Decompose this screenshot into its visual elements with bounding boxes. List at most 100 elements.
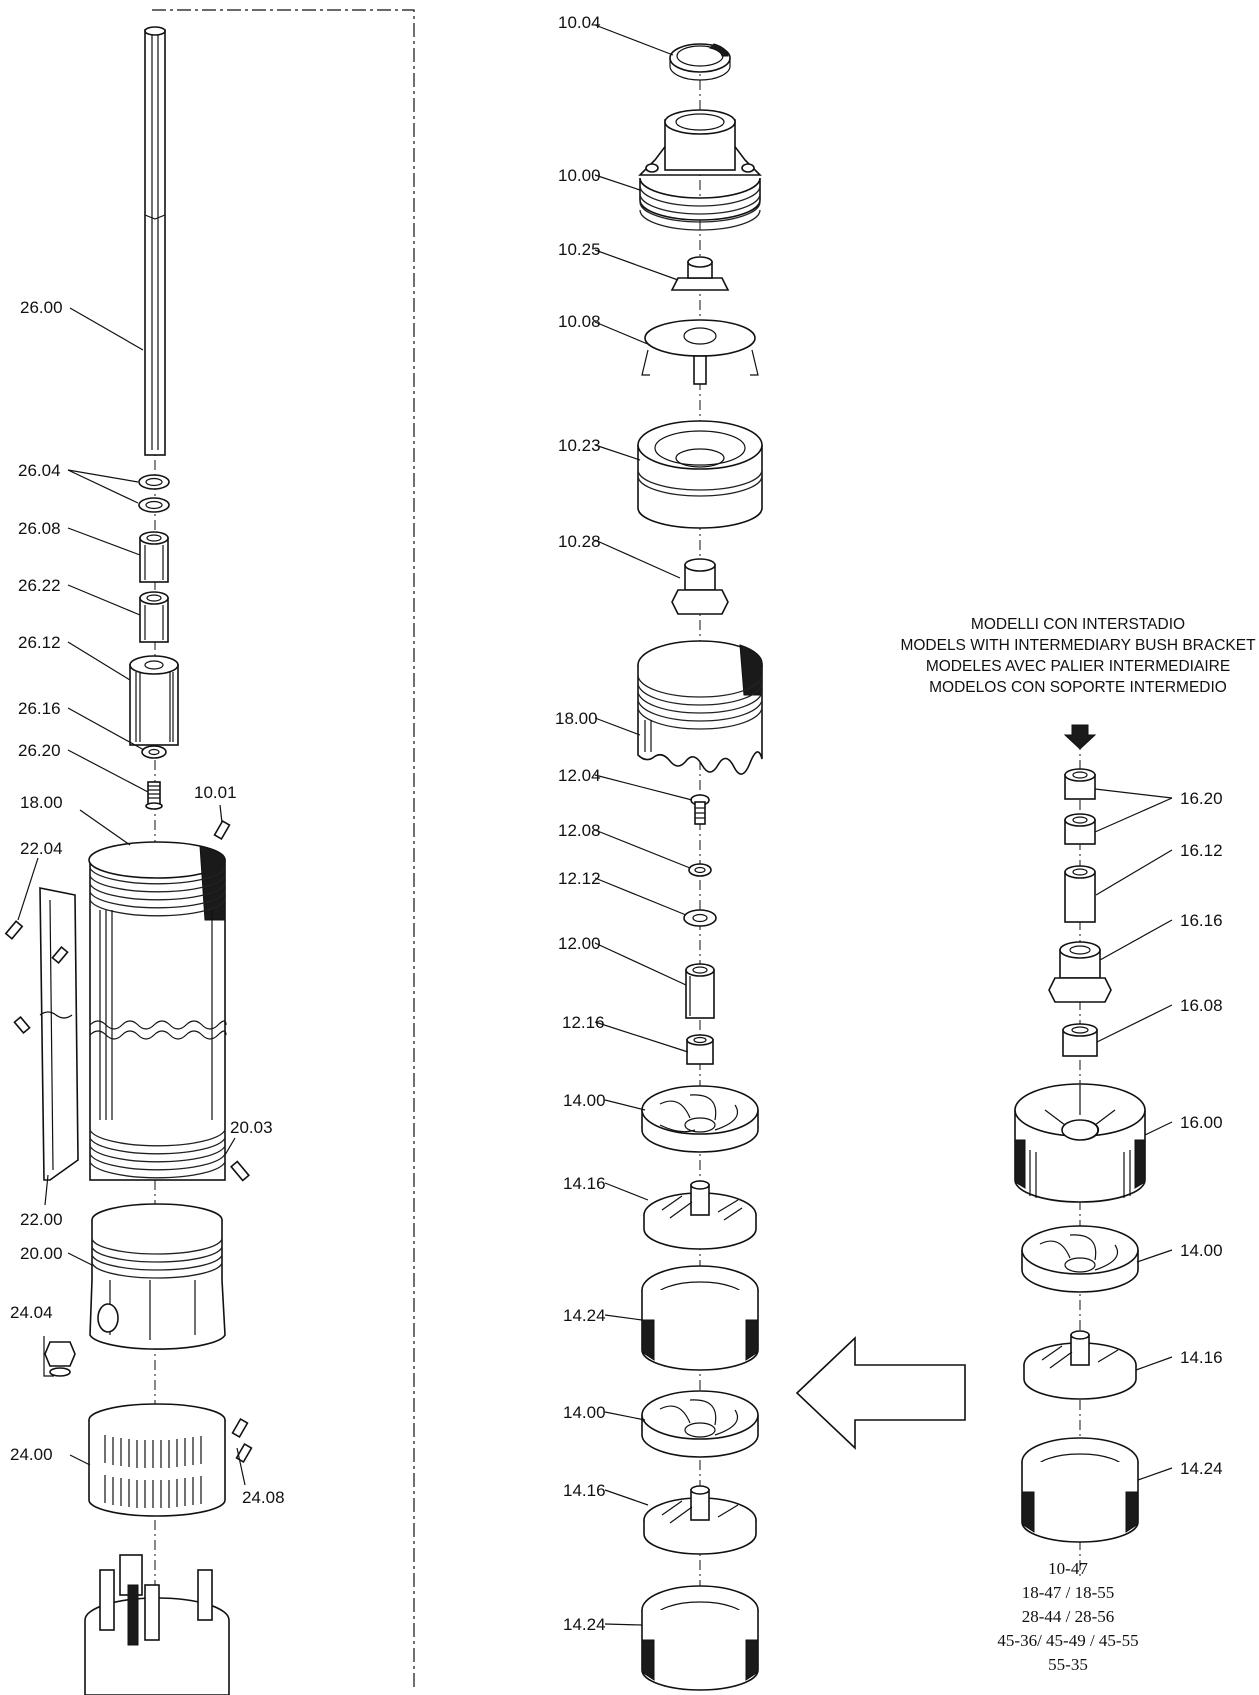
nut-10-25 (670, 256, 730, 291)
note-line: MODELES AVEC PALIER INTERMEDIAIRE (926, 658, 1230, 675)
part-label: 26.08 (18, 519, 61, 538)
washers-26-04 (138, 474, 170, 513)
model-line: 45-36/ 45-49 / 45-55 (997, 1631, 1138, 1650)
model-line: 10-47 (1048, 1559, 1088, 1578)
part-label: 12.12 (558, 869, 601, 888)
part-label: 12.00 (558, 934, 601, 953)
intermediary-note: MODELLI CON INTERSTADIO MODELS WITH INTE… (900, 616, 1256, 696)
screws-24-08 (231, 1417, 253, 1464)
part-label: 26.12 (18, 633, 61, 652)
diffuser-14-00-b (641, 1390, 759, 1458)
part-label: 16.08 (1180, 996, 1223, 1015)
part-label: 12.16 (562, 1013, 605, 1032)
impeller-14-16-right (1023, 1330, 1137, 1400)
part-label: 14.16 (563, 1174, 606, 1193)
part-label: 12.04 (558, 766, 601, 785)
pump-body-18-00 (88, 841, 227, 1181)
shaft-26-00 (144, 26, 166, 456)
nut-24-04 (43, 1336, 76, 1377)
model-line: 28-44 / 28-56 (1022, 1607, 1115, 1626)
ring-10-04 (669, 43, 731, 81)
bracket-16-00 (1014, 1083, 1146, 1203)
part-label: 14.00 (1180, 1241, 1223, 1260)
replacement-arrow-icon (795, 1336, 966, 1450)
bracket-10-08 (641, 319, 759, 385)
diffuser-14-00-right (1021, 1225, 1139, 1293)
note-line: MODELOS CON SOPORTE INTERMEDIO (929, 679, 1227, 696)
part-label: 24.04 (10, 1303, 53, 1322)
part-label: 24.08 (242, 1488, 285, 1507)
screw-26-20 (145, 781, 163, 810)
part-label: 18.00 (555, 709, 598, 728)
pump-body-18-00-center (637, 640, 763, 775)
part-label: 22.04 (20, 839, 63, 858)
part-label: 10.08 (558, 312, 601, 331)
note-line: MODELLI CON INTERSTADIO (971, 616, 1185, 633)
part-label: 14.24 (563, 1306, 606, 1325)
bush-16-12 (1064, 865, 1096, 923)
washer-12-08 (688, 863, 712, 877)
impeller-14-16-a (643, 1180, 757, 1250)
assembly-frame-line (152, 9, 415, 1690)
bowl-10-23 (637, 420, 763, 529)
part-label: 10.01 (194, 783, 237, 802)
motor-top (84, 1554, 230, 1695)
center-labels: 10.04 10.00 10.25 10.08 10.23 10.28 18.0… (555, 13, 606, 1634)
washer-26-16 (141, 745, 167, 759)
part-label: 18.00 (20, 793, 63, 812)
suction-bracket-20-00 (89, 1203, 226, 1350)
bush-26-08 (139, 531, 169, 583)
screw-10-01 (213, 819, 231, 841)
washer-12-12 (683, 909, 717, 927)
part-label: 26.00 (20, 298, 63, 317)
part-label: 14.16 (1180, 1348, 1223, 1367)
screw-12-04 (690, 794, 710, 825)
bush-16-08 (1062, 1023, 1098, 1057)
impeller-14-16-b (643, 1485, 757, 1555)
bush-26-22 (139, 591, 169, 643)
part-label: 26.22 (18, 576, 61, 595)
part-label: 14.00 (563, 1403, 606, 1422)
part-label: 14.16 (563, 1481, 606, 1500)
part-label: 14.24 (563, 1615, 606, 1634)
model-list: 10-47 18-47 / 18-55 28-44 / 28-56 45-36/… (997, 1559, 1138, 1674)
part-label: 16.00 (1180, 1113, 1223, 1132)
part-label: 10.04 (558, 13, 601, 32)
part-label: 22.00 (20, 1210, 63, 1229)
part-label: 16.12 (1180, 841, 1223, 860)
discharge-head-10-00 (638, 109, 762, 231)
bushes-16-20 (1064, 768, 1096, 845)
part-label: 16.16 (1180, 911, 1223, 930)
leader-lines (17, 24, 1173, 1626)
screws-22-04 (4, 920, 69, 1035)
part-label: 16.20 (1180, 789, 1223, 808)
nut-10-28 (671, 558, 729, 615)
cable-guard-22-00 (39, 887, 79, 1181)
screw-20-03 (230, 1160, 250, 1182)
nut-16-16 (1048, 941, 1112, 1003)
part-label: 10.23 (558, 436, 601, 455)
right-labels: 16.20 16.12 16.16 16.08 16.00 14.00 14.1… (1180, 789, 1223, 1478)
left-labels: 26.00 26.04 26.08 26.22 26.12 26.16 26.2… (10, 298, 285, 1507)
part-label: 26.04 (18, 461, 61, 480)
strainer-24-00 (88, 1403, 226, 1517)
down-arrow-icon (1063, 724, 1097, 750)
part-label: 26.20 (18, 741, 61, 760)
part-label: 24.00 (10, 1445, 53, 1464)
part-label: 26.16 (18, 699, 61, 718)
bush-12-00 (685, 963, 715, 1019)
ring-14-24-right (1021, 1437, 1139, 1543)
diffuser-14-00-a (641, 1085, 759, 1153)
part-label: 10.00 (558, 166, 601, 185)
bush-12-16 (686, 1034, 714, 1065)
part-label: 20.00 (20, 1244, 63, 1263)
part-label: 14.00 (563, 1091, 606, 1110)
coupling-26-12 (129, 655, 179, 746)
ring-14-24-a (641, 1265, 759, 1371)
part-label: 14.24 (1180, 1459, 1223, 1478)
part-label: 10.28 (558, 532, 601, 551)
part-label: 20.03 (230, 1118, 273, 1137)
note-line: MODELS WITH INTERMEDIARY BUSH BRACKET (900, 637, 1256, 654)
ring-14-24-b (641, 1585, 759, 1691)
